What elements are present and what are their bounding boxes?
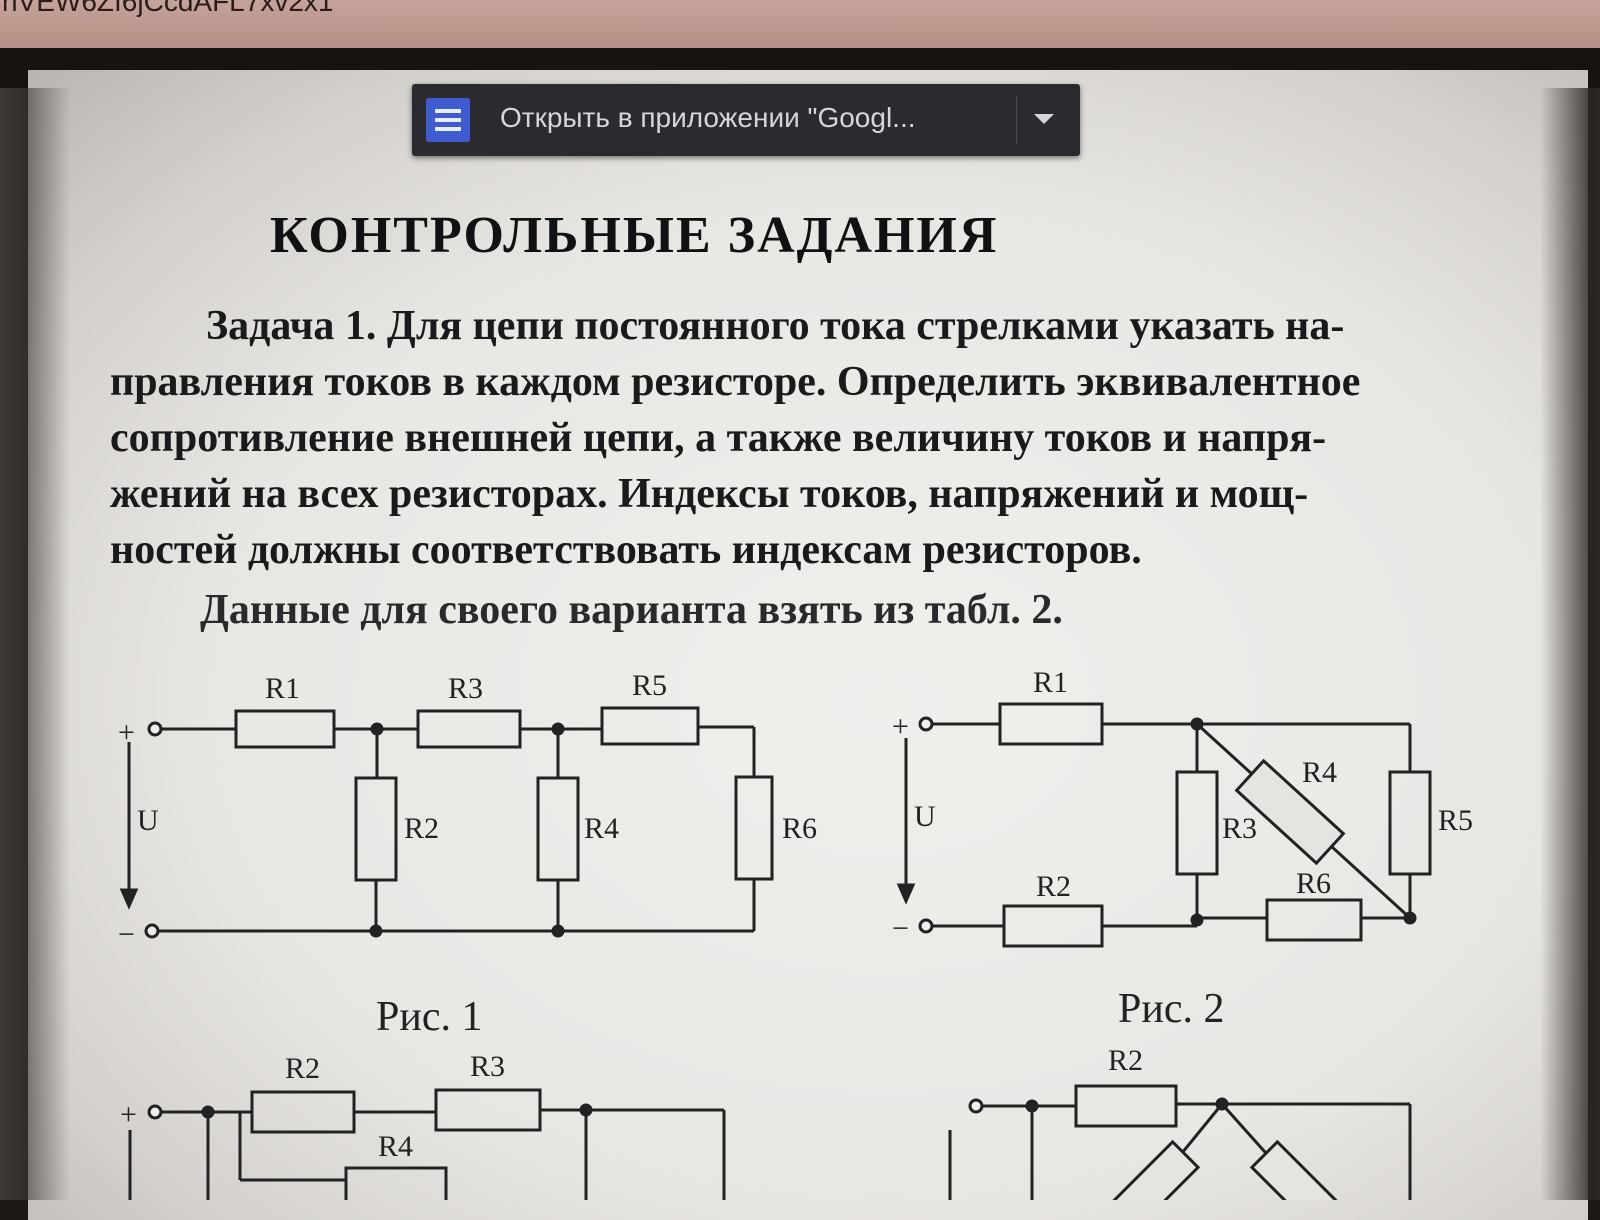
resistor-r2	[250, 1090, 356, 1134]
resistor-r6	[734, 775, 774, 881]
resistor-r2	[354, 776, 398, 882]
fig2-labels: + − U R1 R3 R4 R5 R2 R6	[892, 666, 1473, 945]
resistor-r4	[1234, 758, 1346, 866]
fig2-plus-sign: +	[892, 710, 909, 743]
fig2-label-r5: R5	[1438, 804, 1473, 837]
fig4-label-r2: R2	[1108, 1044, 1143, 1077]
fig1-minus-sign: −	[118, 918, 135, 951]
photo-shadow-left	[0, 88, 70, 1200]
open-in-app-label[interactable]: Открыть в приложении "Googl...	[500, 102, 916, 133]
fig2-label-r1: R1	[1033, 666, 1068, 699]
task-line: Задача 1. Для цепи постоянного тока стре…	[206, 303, 1345, 349]
node	[579, 1103, 593, 1117]
node	[1025, 1099, 1039, 1113]
fig1-label-r4: R4	[584, 812, 619, 845]
menu-icon[interactable]	[426, 98, 470, 142]
fig2-caption: Рис. 2	[1118, 986, 1224, 1032]
fig3-label-r3: R3	[470, 1050, 505, 1083]
fig3-labels: + R2 R3 R4	[120, 1050, 505, 1163]
document-page	[28, 70, 1588, 1220]
fig1-plus-sign: +	[118, 716, 135, 749]
resistor-r1	[998, 702, 1104, 746]
node	[1215, 1097, 1229, 1111]
fig4-terminal	[968, 1098, 984, 1114]
voltage-arrow-head	[119, 888, 139, 910]
fig1-labels: + − U R1 R3 R5 R2 R4 R6	[118, 669, 817, 951]
node	[551, 924, 565, 938]
fig2-label-r6: R6	[1296, 867, 1331, 900]
resistor-r3	[434, 1088, 542, 1132]
fig1-label-r6: R6	[782, 812, 817, 845]
fig2-label-r3: R3	[1222, 812, 1257, 845]
task-line: ностей должны соответствовать индексам р…	[110, 527, 1142, 573]
node	[1403, 911, 1417, 925]
resistor-r6	[1265, 898, 1363, 942]
resistor-r3	[416, 709, 522, 749]
fig1-caption: Рис. 1	[376, 994, 482, 1040]
node	[551, 722, 565, 736]
fig1-label-r1: R1	[265, 672, 300, 705]
address-url-text: nVEW6ZI6jCcdAFL7xv2x1	[2, 0, 334, 17]
resistor-r5	[600, 706, 700, 746]
fig3-plus-terminal	[147, 1104, 163, 1120]
chevron-down-icon[interactable]	[1034, 114, 1054, 124]
node	[369, 924, 383, 938]
circuit-fig4	[948, 1084, 1412, 1200]
fig3-label-r4: R4	[378, 1130, 413, 1163]
fig1-voltage-label: U	[137, 804, 159, 837]
resistor-r3	[1175, 770, 1219, 876]
fig1-minus-terminal	[144, 923, 160, 939]
bar-divider	[1016, 96, 1017, 144]
fig3-label-r2: R2	[285, 1052, 320, 1085]
photo-shadow-right	[1540, 88, 1600, 1200]
fig2-label-r4: R4	[1302, 756, 1337, 789]
browser-address-strip: nVEW6ZI6jCcdAFL7xv2x1	[0, 0, 1600, 48]
fig3-plus-sign: +	[120, 1098, 137, 1131]
resistor-partial	[1249, 1139, 1351, 1200]
document-title: КОНТРОЛЬНЫЕ ЗАДАНИЯ	[270, 207, 999, 264]
fig1-label-r2: R2	[404, 812, 439, 845]
fig4-labels: R2	[1108, 1044, 1143, 1077]
resistor-r2	[1074, 1084, 1178, 1128]
fig1-label-r5: R5	[632, 669, 667, 702]
resistor-partial	[1099, 1139, 1201, 1200]
resistor-r4	[536, 776, 580, 882]
fig1-label-r3: R3	[448, 672, 483, 705]
resistor-r2	[1002, 904, 1104, 948]
node	[1190, 913, 1204, 927]
node	[1190, 717, 1204, 731]
open-in-app-bar[interactable]: Открыть в приложении "Googl...	[412, 84, 1080, 156]
node	[201, 1105, 215, 1119]
data-note: Данные для своего варианта взять из табл…	[200, 587, 1063, 633]
circuit-fig3	[128, 1088, 726, 1200]
fig2-minus-sign: −	[892, 912, 909, 945]
fig1-plus-terminal	[147, 721, 163, 737]
node	[370, 722, 384, 736]
circuit-fig1	[119, 706, 774, 939]
resistor-r1	[234, 709, 336, 749]
task-line: правления токов в каждом резисторе. Опре…	[110, 359, 1361, 405]
task-line: сопротивление внешней цепи, а также вели…	[110, 415, 1327, 461]
resistor-r5	[1388, 770, 1432, 876]
fig2-minus-terminal	[918, 918, 934, 934]
resistor-r4	[344, 1166, 448, 1200]
voltage-arrow-head	[896, 883, 916, 905]
task-line: жений на всех резисторах. Индексы токов,…	[110, 471, 1309, 517]
circuit-fig2	[896, 702, 1432, 948]
fig2-plus-terminal	[918, 716, 934, 732]
fig2-label-r2: R2	[1036, 870, 1071, 903]
task-text: Задача 1. Для цепи постоянного тока стре…	[110, 298, 1500, 578]
fig2-voltage-label: U	[914, 800, 936, 833]
